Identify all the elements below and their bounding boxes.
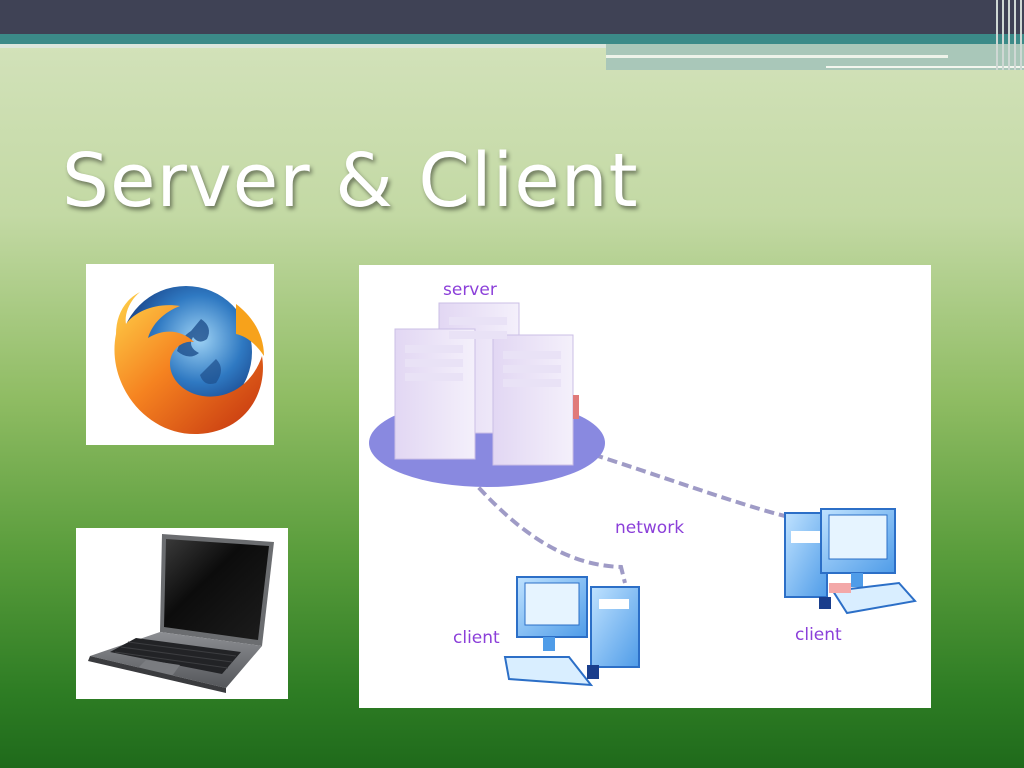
computer-icon (784, 508, 917, 615)
network-cables (457, 448, 790, 584)
network-diagram-svg: server network client client (369, 280, 917, 687)
server-icon (394, 302, 579, 466)
server-label: server (443, 280, 497, 300)
firefox-image (86, 264, 274, 445)
client-left-label: client (453, 628, 500, 648)
laptop-image (76, 528, 288, 699)
header-bar-dark (0, 0, 1024, 34)
header-vertical-lines (994, 0, 1024, 70)
firefox-logo-icon (114, 286, 264, 435)
network-diagram: server network client client (359, 265, 931, 708)
header-accent-line-right (606, 55, 948, 58)
computer-icon (503, 576, 640, 687)
network-label: network (615, 518, 684, 538)
header-bar-teal (0, 34, 1024, 44)
slide-title: Server & Client (62, 138, 639, 224)
header-accent-line (0, 44, 606, 48)
client-right-label: client (795, 625, 842, 645)
header-accent-line-right-short (826, 66, 1024, 68)
laptop-icon (88, 534, 274, 693)
